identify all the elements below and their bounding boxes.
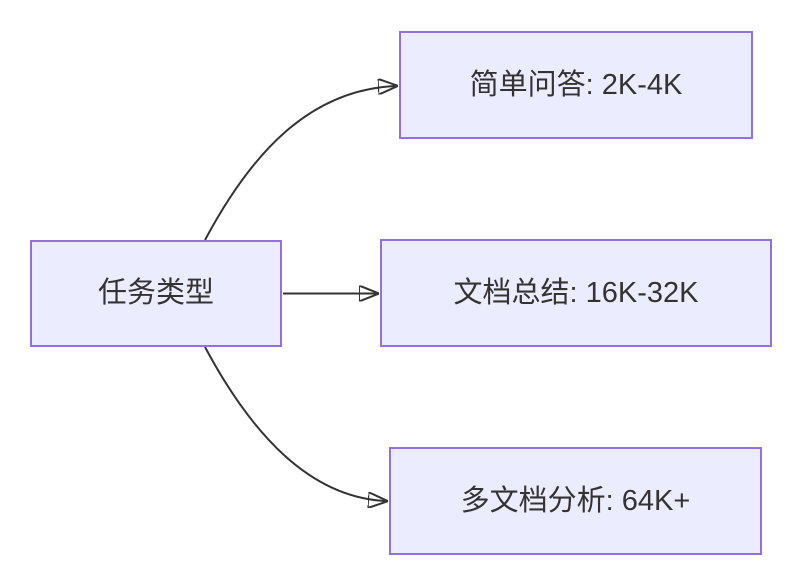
node-doc-summary: 文档总结: 16K-32K (380, 239, 772, 347)
edge-root-to-branch-3 (204, 346, 385, 501)
node-task-type: 任务类型 (30, 240, 282, 347)
node-multi-doc-analysis: 多文档分析: 64K+ (389, 447, 762, 555)
node-doc-summary-label: 文档总结: 16K-32K (453, 276, 699, 309)
node-task-type-label: 任务类型 (97, 277, 214, 310)
edge-root-to-branch-1 (204, 86, 395, 241)
node-simple-qa-label: 简单问答: 2K-4K (469, 68, 683, 101)
node-multi-doc-analysis-label: 多文档分析: 64K+ (460, 484, 691, 517)
node-simple-qa: 简单问答: 2K-4K (399, 31, 753, 139)
